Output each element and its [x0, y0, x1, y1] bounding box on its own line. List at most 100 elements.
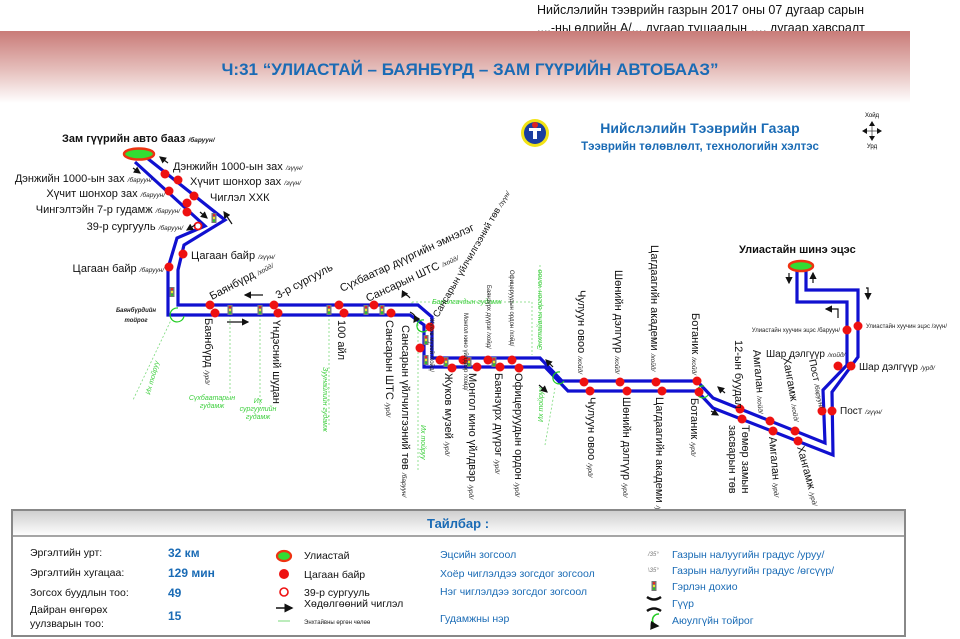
bus-stop: [160, 169, 170, 179]
stop-label: Офицеруудын ордон /хойд/: [508, 270, 515, 347]
street-label: Их: [254, 398, 263, 405]
street-label: Сүхбаатарын: [189, 394, 235, 402]
stop-label: Ботаник /хойд/: [689, 313, 701, 376]
bus-stop: [737, 414, 747, 424]
stop-label: Цагаан байр /зүүн/: [191, 250, 276, 262]
street-label: Энхтайвны өргөн чөлөө: [536, 269, 544, 350]
svg-text:Улиастай: Улиастай: [304, 550, 350, 562]
stop-icon: [279, 569, 289, 579]
svg-text:Гудамжны нэр: Гудамжны нэр: [440, 613, 510, 625]
stop-label: Үндэсний шудан: [270, 320, 282, 404]
stop-label: 3-р сургууль: [274, 261, 335, 301]
bus-stop: [514, 363, 524, 373]
stop-label: Дэнжийн 1000-ын зах /зүүн/: [173, 161, 304, 173]
bus-stop: [386, 308, 396, 318]
street-label: Их тойруу: [144, 359, 161, 395]
svg-text:Хоёр чиглэлдээ зогсдог зогсоол: Хоёр чиглэлдээ зогсдог зогсоол: [440, 568, 595, 580]
direction-arrows: [132, 156, 872, 416]
stop-label: Чингэлтэйн 7-р гудамж /баруун/: [36, 204, 181, 216]
stat-label: Дайран өнгөрөх: [30, 604, 108, 616]
stop-label: Чулуун овоо /хойд/: [575, 290, 587, 375]
svg-text:Энхтайвны өргөн чөлөө: Энхтайвны өргөн чөлөө: [304, 619, 371, 626]
stop-label: Улиастайн хуучин эцэс /баруун/: [752, 327, 841, 334]
stat-label: Эргэлтийн хугацаа:: [30, 567, 124, 579]
bus-stop: [692, 376, 702, 386]
traffic-light-icon: [651, 581, 657, 591]
bus-stop: [210, 308, 220, 318]
bus-stop: [790, 426, 800, 436]
slope-up-icon: \35°: [648, 568, 659, 574]
street-label: Их тойруу: [419, 425, 427, 460]
stop-label: 12-ын буудал: [732, 340, 744, 409]
stop-label: 39-р сургууль /баруун/: [87, 221, 185, 233]
bus-stop: [189, 191, 199, 201]
stat-value: 15: [168, 609, 182, 623]
org-name: Нийслэлийн Тээврийн Газар: [600, 120, 799, 136]
stop-label: Баянзүрх дүүрэг /хойд/: [485, 285, 492, 349]
order-note-line-1: Нийслэлийн тээврийн газрын 2017 оны 07 д…: [537, 3, 864, 17]
stop-label: Дэнжийн 1000-ын зах /баруун/: [15, 173, 153, 185]
svg-text:Аюулгүйн тойрог: Аюулгүйн тойрог: [672, 615, 754, 627]
bus-stops: [160, 169, 863, 446]
street-label: Барилгачдын гудамж: [432, 298, 503, 306]
hollow-stop-icon: [279, 587, 289, 597]
route-line-inbound: [146, 156, 849, 446]
bridge-icon: [646, 595, 662, 613]
stop-label: 100 айл: [335, 320, 347, 360]
bus-stop: [735, 404, 745, 414]
bus-stop: [269, 300, 279, 310]
svg-text:Газрын налуугийн градус /уруу/: Газрын налуугийн градус /уруу/: [672, 549, 824, 561]
stat-label: уулзварын тоо:: [30, 618, 104, 630]
bus-stop: [447, 363, 457, 373]
stop-label: Жуков музей /хойд/: [428, 318, 435, 372]
bus-stop: [507, 355, 517, 365]
bus-stop: [853, 321, 863, 331]
stat-label: Зогсох буудлын тоо:: [30, 587, 129, 599]
bus-stop: [615, 377, 625, 387]
bus-stop: [622, 386, 632, 396]
svg-text:Цагаан байр: Цагаан байр: [304, 569, 365, 581]
bus-stop: [173, 175, 183, 185]
bus-stop: [339, 308, 349, 318]
bus-stop: [334, 300, 344, 310]
stop-label: Сансарын үйлчилгээний төв /баруун/: [399, 325, 411, 498]
place-label: тойрог: [124, 317, 148, 324]
stop-label: засварын төв: [726, 425, 738, 494]
stop-label: Чиглэл ХХК: [210, 192, 270, 204]
roundabout-icon: [169, 307, 709, 399]
bus-stop: [827, 406, 837, 416]
bus-stop: [472, 362, 482, 372]
bus-stop: [369, 300, 379, 310]
stop-label: Хангамж /хойд/: [780, 356, 803, 423]
stop-label: Шар дэлгүүр /урд/: [859, 362, 936, 373]
street-label: гудамж: [200, 402, 226, 410]
bus-stop: [273, 308, 283, 318]
terminal-icon: [275, 549, 293, 563]
svg-text:Хөдөлгөөний чиглэл: Хөдөлгөөний чиглэл: [304, 598, 403, 610]
stop-label: Хүчит шонхор зах /баруун/: [46, 188, 166, 200]
stop-label: Сансарын ШТС /урд/: [383, 320, 395, 418]
stop-label: Хүчит шонхор зах /зүүн/: [190, 176, 302, 188]
bus-stop: [585, 386, 595, 396]
stat-label: Эргэлтийн урт:: [30, 547, 102, 559]
svg-text:Газрын налуугийн градус /өгсүү: Газрын налуугийн градус /өгсүүр/: [672, 565, 834, 577]
stop-label: Амгалан /урд/: [766, 436, 783, 499]
bus-stop: [657, 386, 667, 396]
stop-label: Офицеруудын ордон /урд/: [512, 373, 524, 498]
stat-value: 32 км: [168, 546, 200, 560]
terminal-icon: [122, 147, 156, 161]
stop-label: Баянзүрх дүүрэг /урд/: [492, 373, 504, 475]
stop-label: Зам гүүрийн авто бааз /баруун/: [62, 133, 216, 145]
page-title: Ч:31 “УЛИАСТАЙ – БАЯНБҮРД – ЗАМ ГҮҮРИЙН …: [221, 60, 718, 79]
svg-text:Урд: Урд: [867, 144, 878, 150]
bus-stop: [768, 426, 778, 436]
legend-title: Тайлбар :: [427, 516, 489, 531]
bus-stop: [495, 362, 505, 372]
slope-down-icon: /35°: [647, 552, 659, 558]
bus-stop: [833, 361, 843, 371]
stop-label: Амгалан /хойд/: [750, 349, 768, 415]
bus-stop: [182, 207, 192, 217]
terminal-icon: [787, 259, 815, 273]
legend: Тайлбар : Эргэлтийн урт: 32 км Эргэлтийн…: [11, 509, 906, 637]
svg-text:Эцсийн зогсоол: Эцсийн зогсоол: [440, 549, 516, 561]
